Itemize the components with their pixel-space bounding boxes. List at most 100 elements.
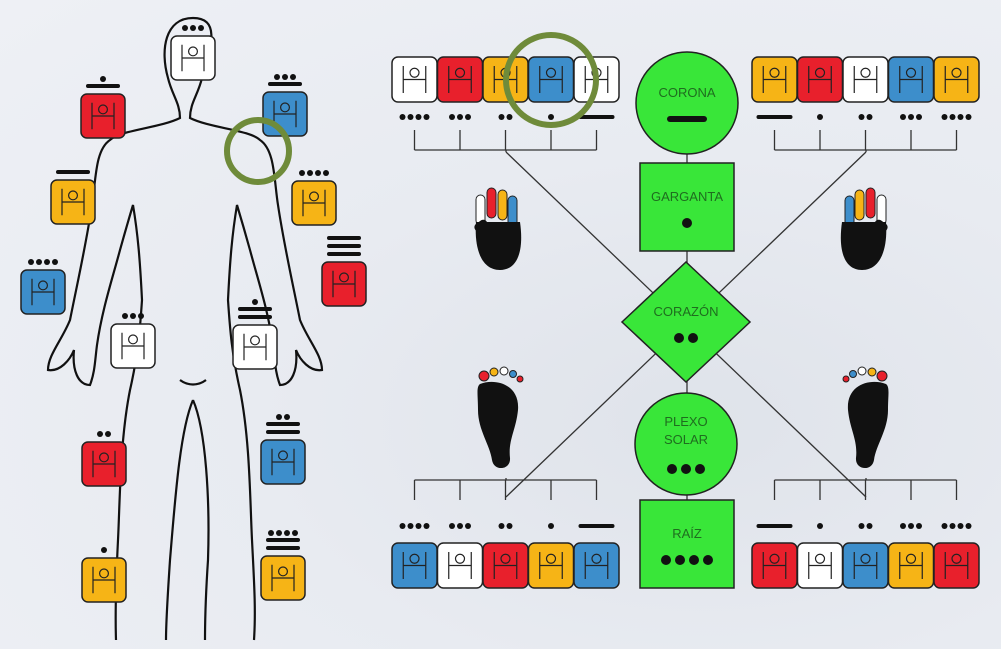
maya-number	[941, 523, 972, 529]
sole	[847, 381, 889, 469]
number-dot	[506, 114, 513, 120]
center-corazon: CORAZÓN	[620, 260, 752, 384]
number-dot	[858, 523, 865, 529]
toe	[478, 370, 490, 382]
maya-number	[122, 313, 144, 319]
maya-number	[900, 114, 922, 120]
glyph-detail	[339, 272, 350, 283]
glyph-detail	[951, 553, 962, 564]
number-dot	[681, 464, 691, 474]
number-dot	[908, 523, 914, 529]
number-dot	[399, 523, 406, 529]
body-glyph-right-hand	[20, 269, 66, 315]
glyph-detail	[591, 553, 602, 564]
right-foot-icon	[842, 366, 889, 469]
glyph-detail	[853, 66, 878, 93]
maya-number	[858, 114, 873, 120]
glyph-detail	[250, 335, 261, 346]
glyph-row-top-right	[751, 56, 980, 152]
number-dot	[498, 523, 505, 529]
number-dot	[299, 170, 305, 176]
glyph-detail	[188, 46, 199, 57]
glyph-detail	[309, 191, 320, 202]
number-dot	[548, 114, 554, 120]
maya-number	[399, 523, 430, 529]
center-label: SOLAR	[664, 432, 708, 447]
maya-number	[101, 547, 107, 553]
number-dot	[97, 431, 103, 437]
number-dot	[965, 114, 972, 120]
glyph-detail	[905, 67, 917, 78]
number-dot	[415, 523, 422, 529]
number-dot	[407, 523, 414, 529]
day-sign-glyph	[796, 542, 844, 589]
number-dot	[498, 114, 505, 120]
number-dot	[282, 74, 288, 80]
maya-number	[56, 170, 90, 174]
glyph-detail	[944, 66, 969, 93]
number-bar	[266, 538, 300, 542]
number-dot	[130, 313, 136, 319]
toe	[867, 367, 877, 377]
glyph-detail	[545, 67, 557, 78]
glyph-detail	[539, 552, 563, 579]
toe	[499, 366, 509, 376]
maya-number	[86, 76, 120, 88]
day-sign-glyph	[751, 542, 798, 589]
body-glyph-right-upper-arm	[50, 179, 96, 225]
glyph-detail	[814, 67, 826, 78]
number-bar	[578, 115, 615, 119]
center-label: CORONA	[658, 85, 715, 100]
maya-number	[682, 218, 692, 228]
glyph-row-bottom-right	[751, 478, 980, 589]
number-dot	[916, 114, 922, 120]
palm	[475, 222, 522, 270]
glyph-detail	[91, 102, 115, 130]
number-bar	[578, 524, 615, 528]
number-dot	[689, 555, 699, 565]
number-dot	[138, 313, 144, 319]
number-bar	[238, 315, 272, 319]
glyph-detail	[539, 66, 563, 93]
number-dot	[105, 431, 111, 437]
day-sign-glyph	[796, 56, 844, 103]
number-dot	[28, 259, 34, 265]
number-dot	[674, 333, 684, 343]
number-dot	[688, 333, 698, 343]
number-dot	[817, 523, 823, 529]
day-sign-glyph	[573, 542, 620, 589]
number-dot	[449, 114, 455, 120]
number-dot	[276, 530, 282, 536]
glyph-detail	[302, 189, 326, 217]
number-dot	[957, 114, 964, 120]
center-label: GARGANTA	[651, 189, 723, 204]
center-shape	[639, 499, 735, 589]
glyph-detail	[448, 552, 472, 579]
day-sign-glyph	[527, 56, 575, 103]
number-bar	[86, 84, 120, 88]
glyph-detail	[762, 66, 787, 93]
number-bar	[667, 116, 707, 122]
center-shape	[620, 260, 752, 384]
number-bar	[756, 115, 793, 119]
number-dot	[190, 25, 196, 31]
number-dot	[465, 523, 471, 529]
finger	[507, 195, 518, 227]
glyph-detail	[584, 552, 609, 579]
center-raiz: RAÍZ	[639, 499, 735, 589]
glyph-detail	[860, 67, 871, 78]
glyph-detail	[278, 450, 289, 461]
toe	[489, 367, 499, 377]
number-dot	[675, 555, 685, 565]
human-body-outline	[46, 16, 324, 641]
number-dot	[44, 259, 50, 265]
number-dot	[965, 523, 972, 529]
number-dot	[323, 170, 329, 176]
left-hand-icon	[474, 187, 522, 270]
body-glyph-head	[170, 35, 216, 81]
number-bar	[266, 546, 300, 550]
body-glyph-left-foot	[260, 555, 306, 601]
center-shape	[634, 392, 738, 496]
number-dot	[292, 530, 298, 536]
day-sign-glyph	[842, 56, 889, 103]
